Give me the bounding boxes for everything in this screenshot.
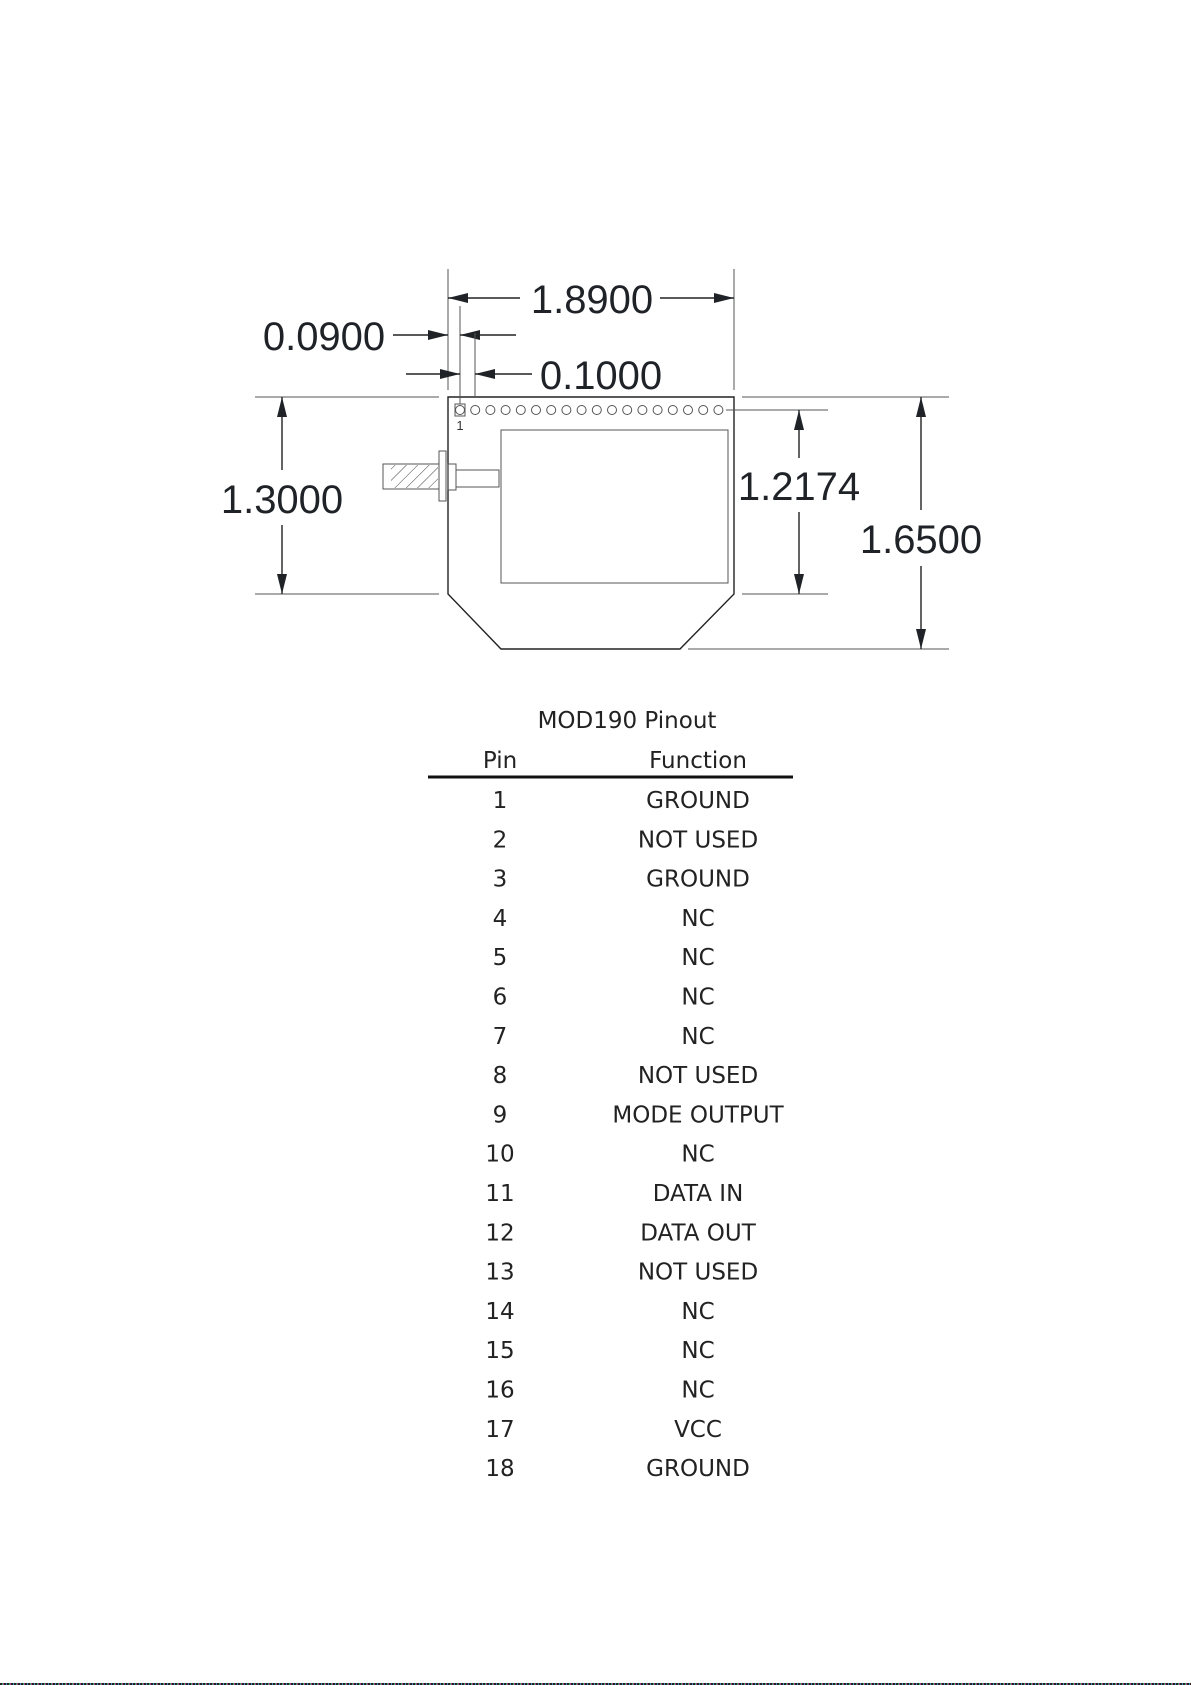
header-pin: Pin xyxy=(483,748,517,774)
pin-hole xyxy=(637,405,648,415)
table-row: 16 NC xyxy=(485,1378,714,1404)
cell-pin: 12 xyxy=(485,1220,514,1246)
pin-hole xyxy=(713,405,724,415)
pin1-label: 1 xyxy=(456,418,463,433)
pin-hole xyxy=(683,405,693,415)
cell-pin: 14 xyxy=(485,1299,514,1325)
dim-pin-pitch: 0.1000 xyxy=(540,354,662,398)
table-row: 7 NC xyxy=(493,1024,715,1050)
table-row: 10 NC xyxy=(485,1142,714,1168)
antenna-connector xyxy=(382,450,500,502)
table-row: 18 GROUND xyxy=(485,1456,749,1482)
cell-function: NC xyxy=(681,1299,714,1325)
shield-can xyxy=(500,429,729,584)
table-row: 1 GROUND xyxy=(493,788,750,814)
cell-pin: 9 xyxy=(493,1102,508,1128)
cell-pin: 4 xyxy=(493,906,508,932)
dim-width: 1.8900 xyxy=(531,278,653,322)
table-row: 5 NC xyxy=(493,945,715,971)
cell-function: NC xyxy=(681,1142,714,1168)
table-row: 4 NC xyxy=(493,906,715,932)
cell-function: GROUND xyxy=(646,788,750,814)
cell-pin: 15 xyxy=(485,1338,514,1364)
cell-pin: 3 xyxy=(493,867,508,893)
cell-function: NC xyxy=(681,1338,714,1364)
pin-hole xyxy=(698,405,709,415)
table-title: MOD190 Pinout xyxy=(538,708,717,734)
pin-hole xyxy=(667,405,678,415)
cell-function: NOT USED xyxy=(638,1063,758,1089)
cell-pin: 13 xyxy=(485,1260,514,1286)
table-row: 8 NOT USED xyxy=(493,1063,759,1089)
board-outline xyxy=(447,396,735,650)
cell-function: NC xyxy=(681,985,714,1011)
cell-function: MODE OUTPUT xyxy=(612,1102,784,1128)
cell-function: NC xyxy=(681,906,714,932)
cell-pin: 10 xyxy=(485,1142,514,1168)
cell-pin: 6 xyxy=(493,985,508,1011)
pin-hole xyxy=(652,405,663,415)
pin-hole xyxy=(561,405,572,415)
dim-pin-offset: 0.0900 xyxy=(263,315,385,359)
pin-hole xyxy=(531,405,541,415)
pin-hole xyxy=(576,405,587,415)
table-row: 2 NOT USED xyxy=(493,827,759,853)
cell-function: DATA IN xyxy=(653,1181,744,1207)
scan-edge-artifact xyxy=(0,1683,1191,1685)
cell-pin: 11 xyxy=(485,1181,514,1207)
pin-hole xyxy=(470,405,481,415)
table-row: 6 NC xyxy=(493,985,715,1011)
dim-total-height: 1.6500 xyxy=(860,518,982,562)
table-row: 14 NC xyxy=(485,1299,714,1325)
pin-hole xyxy=(500,405,511,415)
cell-pin: 2 xyxy=(493,827,508,853)
pin-header xyxy=(455,405,724,415)
header-function: Function xyxy=(649,748,747,774)
cell-function: NC xyxy=(681,945,714,971)
cell-pin: 8 xyxy=(493,1063,508,1089)
cell-function: NOT USED xyxy=(638,1260,758,1286)
pin-hole xyxy=(546,405,557,415)
cell-pin: 16 xyxy=(485,1378,514,1404)
dim-body-height: 1.3000 xyxy=(221,478,343,522)
table-row: 17 VCC xyxy=(485,1417,722,1443)
cell-pin: 17 xyxy=(485,1417,514,1443)
pin-hole xyxy=(485,405,496,415)
pin-hole xyxy=(515,405,526,415)
cell-pin: 5 xyxy=(493,945,508,971)
cell-function: GROUND xyxy=(646,1456,750,1482)
cell-pin: 1 xyxy=(493,788,508,814)
cell-function: NOT USED xyxy=(638,827,758,853)
table-row: 15 NC xyxy=(485,1338,714,1364)
cell-function: DATA OUT xyxy=(640,1220,757,1246)
table-row: 3 GROUND xyxy=(493,867,750,893)
cell-pin: 18 xyxy=(485,1456,514,1482)
dim-pin-to-bottom: 1.2174 xyxy=(738,465,860,509)
table-row: 11 DATA IN xyxy=(485,1181,743,1207)
table-row: 13 NOT USED xyxy=(485,1260,758,1286)
cell-function: GROUND xyxy=(646,867,750,893)
cell-function: NC xyxy=(681,1024,714,1050)
pin-hole xyxy=(455,405,465,415)
table-row: 9 MODE OUTPUT xyxy=(493,1102,785,1128)
table-row: 12 DATA OUT xyxy=(485,1220,756,1246)
pin-hole xyxy=(591,405,602,415)
cell-function: NC xyxy=(681,1378,714,1404)
pin-hole xyxy=(607,405,617,415)
cell-function: VCC xyxy=(674,1417,722,1443)
cell-pin: 7 xyxy=(493,1024,508,1050)
pin-hole xyxy=(622,405,633,415)
